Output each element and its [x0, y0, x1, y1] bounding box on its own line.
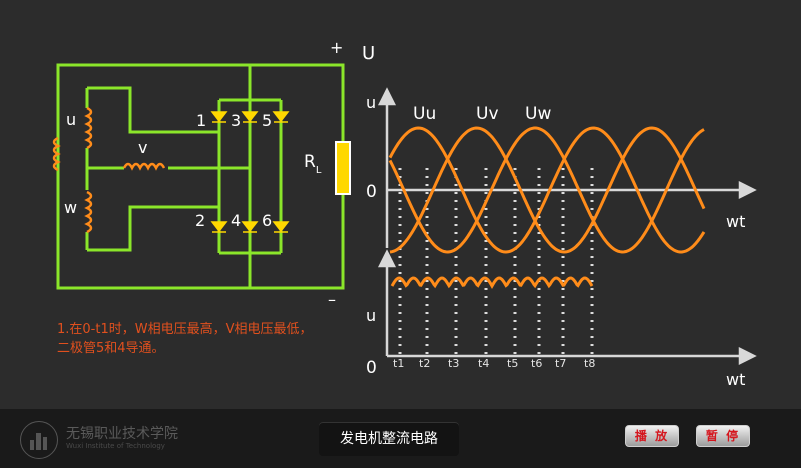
tick-label: t6 — [531, 357, 543, 370]
diode-6 — [272, 221, 290, 233]
diode-5 — [272, 111, 290, 123]
description-line-1: 1.在0-t1时，W相电压最高，V相电压最低， — [57, 322, 313, 337]
diode-1-label: 1 — [196, 111, 207, 130]
diode-2 — [210, 221, 228, 233]
axis-label-wt-top: wt — [726, 212, 746, 231]
axis-label-U: U — [362, 43, 376, 64]
waveform-axes — [377, 87, 757, 366]
coil-source — [52, 136, 61, 172]
generator-frame — [87, 86, 219, 134]
circuit-diagram — [56, 63, 345, 290]
diode-2-label: 2 — [195, 211, 206, 230]
plus-sign: + — [330, 38, 344, 57]
axis-label-u-bottom: u — [366, 306, 377, 325]
axis-label-u-top: u — [366, 93, 377, 112]
logo-graphic — [30, 433, 47, 450]
minus-sign: – — [328, 290, 336, 309]
play-button[interactable]: 播 放 — [625, 425, 679, 447]
generator-frame-lower — [87, 205, 219, 252]
tick-label: t5 — [507, 357, 519, 370]
load-resistor — [335, 141, 351, 195]
diode-6-label: 6 — [262, 211, 273, 230]
step-description: 1.在0-t1时，W相电压最高，V相电压最低， 二极管5和4导通。 — [57, 320, 357, 358]
pause-button[interactable]: 暂 停 — [696, 425, 750, 447]
tick-label: t7 — [555, 357, 567, 370]
load-label: RL — [304, 154, 321, 176]
diode-5-label: 5 — [262, 111, 273, 130]
coils — [52, 106, 166, 234]
diode-4-label: 4 — [231, 211, 242, 230]
description-line-2: 二极管5和4导通。 — [57, 341, 165, 356]
coil-u-label: u — [66, 110, 77, 129]
phase-waves — [388, 126, 706, 254]
tick-label: t8 — [584, 357, 596, 370]
footer-bar: 无锡职业技术学院 Wuxi Institute of Technology 发电… — [0, 409, 801, 468]
rectified-output — [390, 276, 594, 289]
load-label-main: R — [304, 152, 316, 172]
axis-label-wt-bottom: wt — [726, 370, 746, 389]
coil-v — [122, 162, 166, 171]
zero-label-bottom: 0 — [366, 358, 377, 378]
diodes — [210, 111, 290, 233]
diode-1 — [210, 111, 228, 123]
coil-w — [84, 190, 93, 234]
phase-label-uv: Uv — [476, 104, 499, 124]
phase-label-uu: Uu — [413, 104, 437, 124]
lesson-title: 发电机整流电路 — [319, 422, 459, 456]
tick-label: t3 — [448, 357, 460, 370]
tick-label: t1 — [393, 357, 405, 370]
zero-label-top: 0 — [366, 182, 377, 202]
load-label-sub: L — [315, 165, 322, 176]
diode-3 — [241, 111, 259, 123]
coil-v-label: v — [138, 138, 148, 157]
coil-w-label: w — [64, 198, 78, 217]
outer-frame — [56, 63, 345, 290]
school-name: 无锡职业技术学院 — [66, 426, 178, 442]
school-logo-icon — [20, 421, 58, 459]
tick-label: t2 — [419, 357, 431, 370]
school-name-en: Wuxi Institute of Technology — [66, 442, 165, 450]
coil-u — [84, 106, 93, 150]
wave-uv — [389, 126, 706, 254]
diode-4 — [241, 221, 259, 233]
phase-label-uw: Uw — [525, 104, 552, 124]
tick-label: t4 — [478, 357, 490, 370]
wave-uw — [388, 126, 705, 254]
diode-3-label: 3 — [231, 111, 242, 130]
